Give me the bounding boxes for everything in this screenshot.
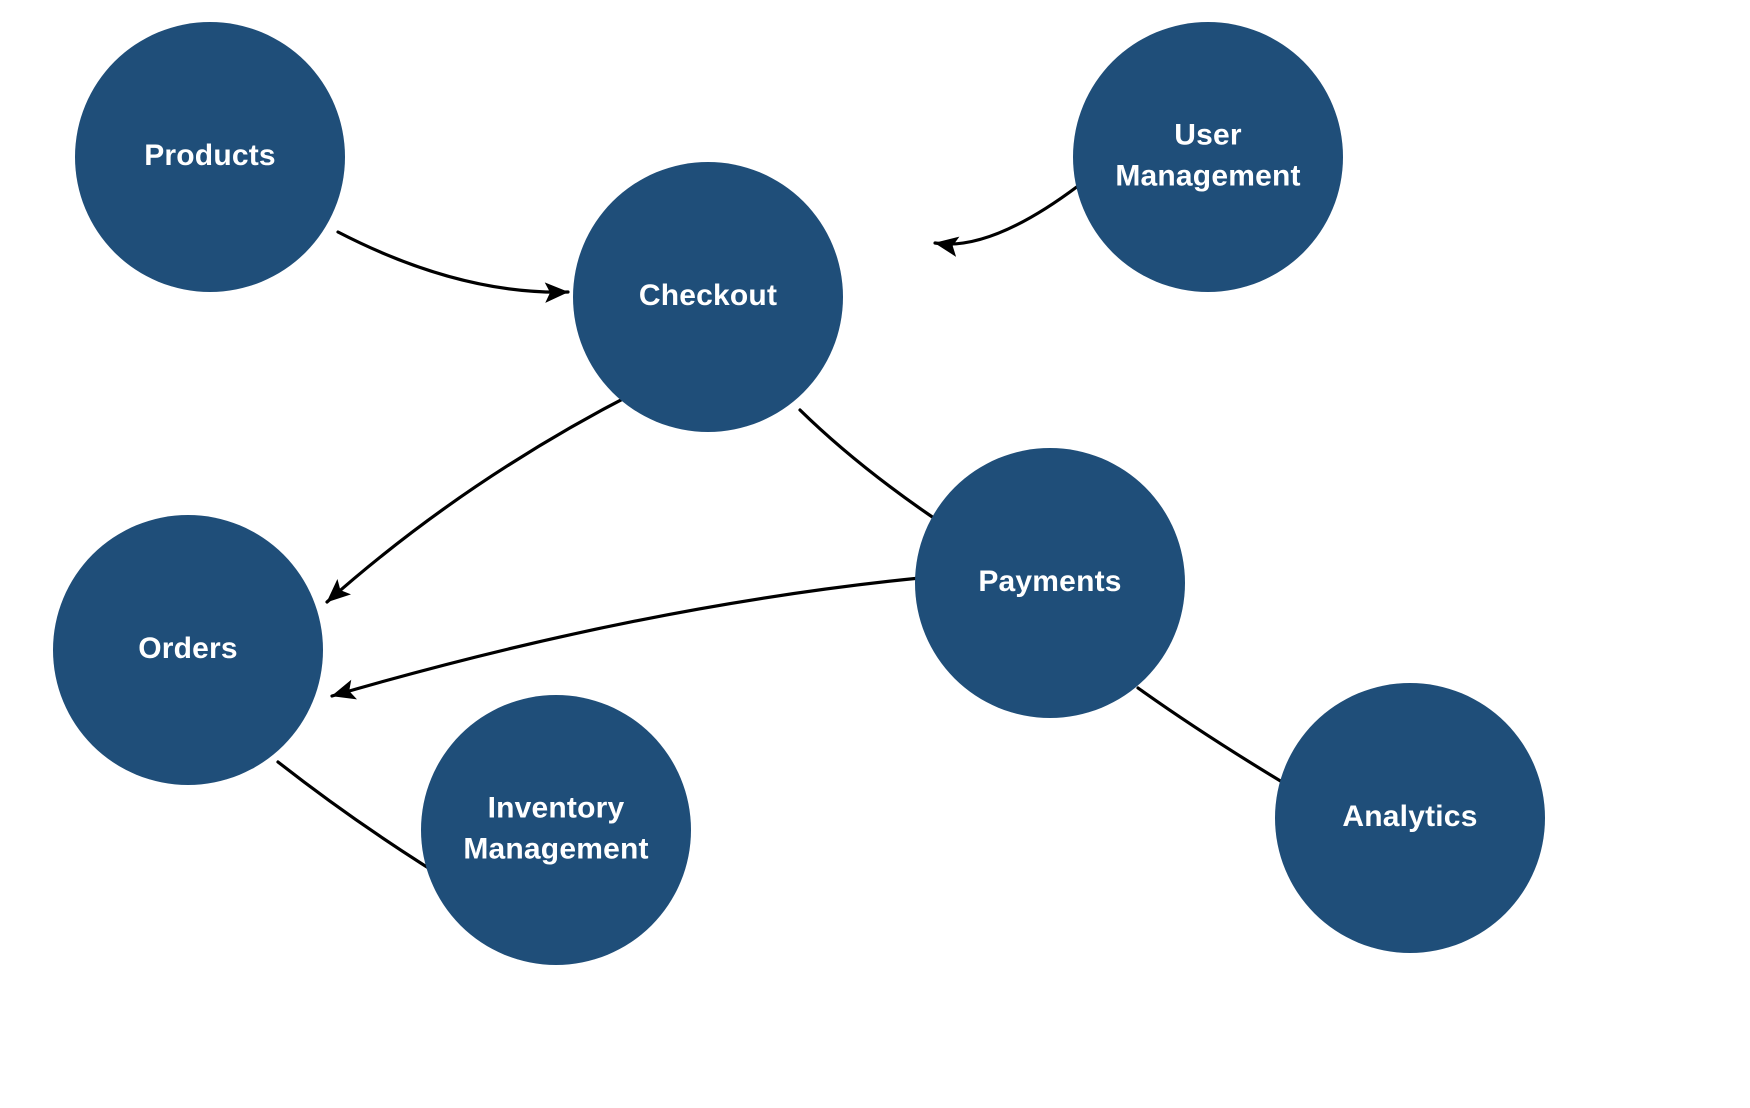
edges-layer [276, 184, 1430, 898]
node-shape-analytics[interactable] [1275, 683, 1545, 953]
node-label-line: Management [463, 832, 648, 865]
node-label-line: Analytics [1342, 800, 1477, 833]
node-checkout[interactable]: Checkout [573, 162, 843, 432]
node-label-line: Payments [978, 565, 1121, 598]
node-analytics[interactable]: Analytics [1275, 683, 1545, 953]
node-products[interactable]: Products [75, 22, 345, 292]
node-label-line: Products [144, 139, 276, 172]
edge-checkout-to-orders[interactable] [325, 383, 652, 604]
node-payments[interactable]: Payments [915, 448, 1185, 718]
node-orders[interactable]: Orders [53, 515, 323, 785]
node-shape-payments[interactable] [915, 448, 1185, 718]
node-shape-checkout[interactable] [573, 162, 843, 432]
node-label-analytics: Analytics [1342, 800, 1477, 833]
edge-payments-to-orders[interactable] [330, 576, 922, 700]
node-shape-orders[interactable] [53, 515, 323, 785]
node-label-line: Orders [138, 632, 238, 665]
edge-user-management-to-checkout[interactable] [933, 184, 1080, 257]
node-label-orders: Orders [138, 632, 238, 665]
node-label-line: Checkout [639, 279, 777, 312]
edge-products-to-checkout[interactable] [336, 230, 570, 303]
node-label-checkout: Checkout [639, 279, 777, 312]
node-label-products: Products [144, 139, 276, 172]
node-label-line: User [1174, 118, 1242, 151]
node-shape-inventory-management[interactable] [421, 695, 691, 965]
node-shape-user-management[interactable] [1073, 22, 1343, 292]
node-label-line: Management [1115, 159, 1300, 192]
node-label-payments: Payments [978, 565, 1121, 598]
node-shape-products[interactable] [75, 22, 345, 292]
node-label-line: Inventory [488, 791, 625, 824]
